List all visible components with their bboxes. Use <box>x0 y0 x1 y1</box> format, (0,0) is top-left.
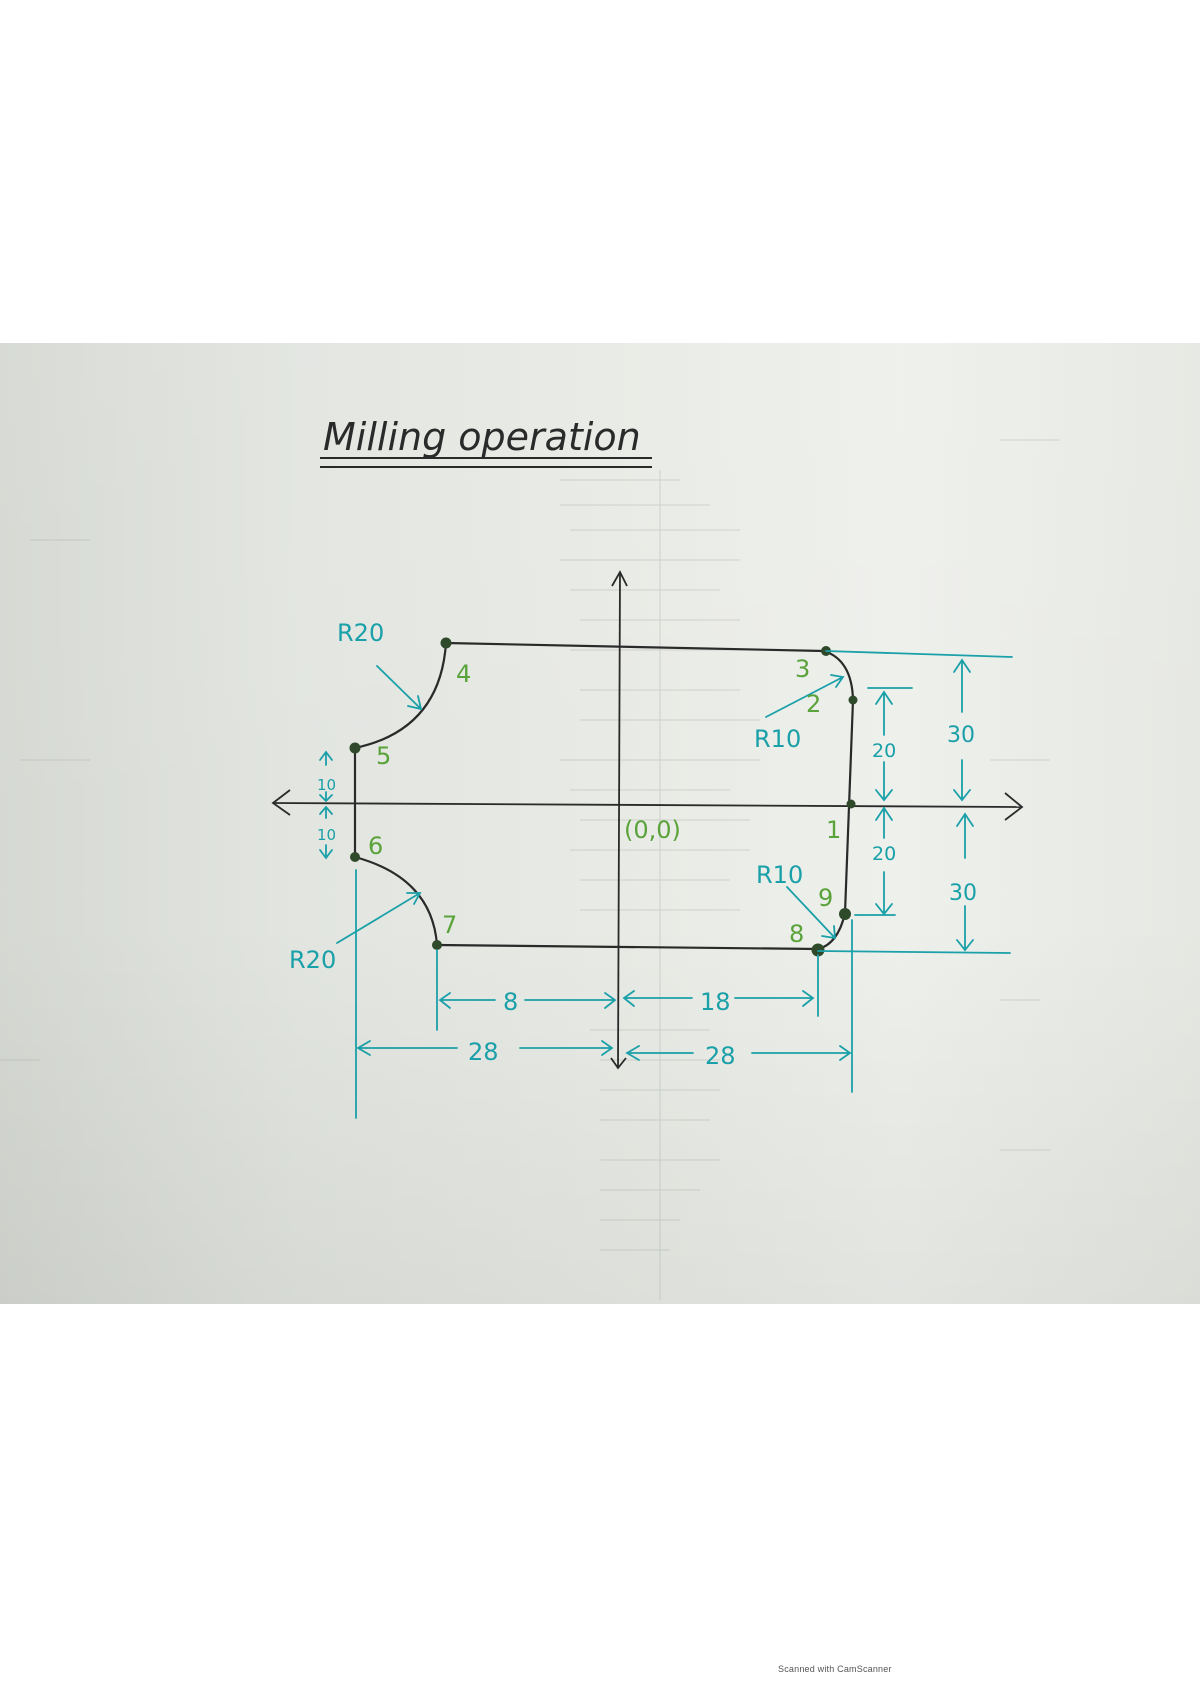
x-axis-left-arrow-icon <box>271 789 291 816</box>
x-axis <box>272 802 1023 808</box>
radius-labels: R20 R20 R10 R10 <box>289 619 803 974</box>
radius-label-top-right: R10 <box>754 725 801 753</box>
point-5-dot <box>349 742 361 754</box>
point-labels: 1 2 3 4 5 6 7 8 9 <box>368 655 841 948</box>
point-label-1: 1 <box>826 816 841 844</box>
dimension-lines <box>319 650 1013 1119</box>
paper-photo <box>0 343 1200 1304</box>
dim-bottom-right-inner: 18 <box>700 988 731 1016</box>
dim-bottom-right-outer: 28 <box>705 1042 736 1070</box>
dim-right-inner-lower: 20 <box>872 843 896 865</box>
point-label-4: 4 <box>456 660 471 688</box>
dim-bottom-left-outer: 28 <box>468 1038 499 1066</box>
dim-left-upper: 10 <box>317 776 336 794</box>
dim-right-outer-upper: 30 <box>947 723 975 748</box>
page-title: Milling operation <box>323 415 641 459</box>
point-2-dot <box>848 695 858 705</box>
radius-label-bottom-left: R20 <box>289 946 336 974</box>
radius-label-top-left: R20 <box>337 619 384 647</box>
point-dots <box>349 637 858 957</box>
x-axis-right-arrow-icon <box>1004 792 1024 821</box>
point-4-dot <box>440 637 452 649</box>
point-label-5: 5 <box>376 742 391 770</box>
dim-bottom-left-inner: 8 <box>503 988 518 1016</box>
y-axis-top-arrow-icon <box>611 570 628 587</box>
point-8-dot <box>811 943 825 957</box>
origin-label: (0,0) <box>624 816 681 844</box>
radius-label-bottom-right: R10 <box>756 861 803 889</box>
title-underline <box>320 457 652 468</box>
point-label-2: 2 <box>806 690 821 718</box>
point-6-dot <box>350 852 360 862</box>
point-7-dot <box>432 940 442 950</box>
scanner-watermark: Scanned with CamScanner <box>778 1664 892 1674</box>
point-label-7: 7 <box>442 911 457 939</box>
dim-right-inner-upper: 20 <box>872 740 896 762</box>
point-label-9: 9 <box>818 884 833 912</box>
point-label-6: 6 <box>368 832 383 860</box>
y-axis-bottom-arrow-icon <box>610 1057 627 1070</box>
point-9-dot <box>839 908 851 920</box>
dim-right-outer-lower: 30 <box>949 881 977 906</box>
part-profile <box>353 641 855 951</box>
y-axis <box>617 571 621 1069</box>
point-label-8: 8 <box>789 920 804 948</box>
coordinate-axes <box>271 570 1024 1070</box>
point-1-dot <box>846 799 856 809</box>
point-label-3: 3 <box>795 655 810 683</box>
background-bleed-text <box>0 439 1060 1300</box>
dimension-labels: 10 10 20 20 30 30 8 18 28 28 <box>317 723 977 1070</box>
dim-left-lower: 10 <box>317 826 336 844</box>
